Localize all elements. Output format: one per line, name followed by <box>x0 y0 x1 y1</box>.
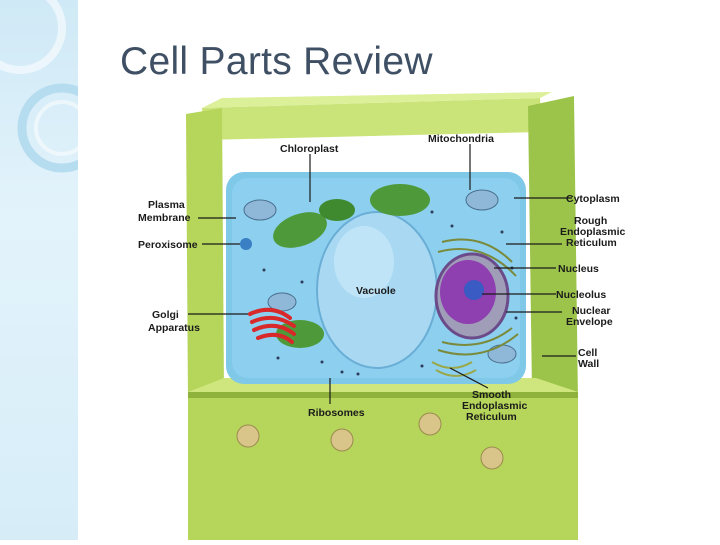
label-nucleus: Nucleus <box>558 263 599 275</box>
cell-wall <box>186 92 578 540</box>
slide-title: Cell Parts Review <box>120 40 433 83</box>
nucleolus <box>464 280 484 300</box>
smooth-endoplasmic-reticulum <box>431 361 477 377</box>
label-nuclear-envelope: Nuclear Envelope <box>566 305 613 328</box>
label-vacuole: Vacuole <box>356 285 396 297</box>
label-rough-er: Rough Endoplasmic Reticulum <box>560 215 628 249</box>
plant-cell-diagram: Chloroplast Mitochondria Plasma Membrane… <box>132 92 638 540</box>
smooth-er-leader <box>449 367 489 389</box>
golgi-apparatus <box>248 307 296 344</box>
cell-wall-plasmodesmata <box>236 412 504 470</box>
plant-cell-illustration: Chloroplast Mitochondria Plasma Membrane… <box>138 92 628 540</box>
peroxisome <box>240 238 252 250</box>
label-nucleolus: Nucleolus <box>556 289 606 301</box>
ribosomes <box>262 210 518 376</box>
sidebar-circles-decoration <box>0 0 78 173</box>
label-ribosomes: Ribosomes <box>308 407 365 419</box>
rough-endoplasmic-reticulum <box>437 238 519 356</box>
label-chloroplast: Chloroplast <box>280 143 339 155</box>
decorative-sidebar <box>0 0 78 540</box>
label-golgi-apparatus: Golgi Apparatus <box>148 309 200 334</box>
label-cytoplasm: Cytoplasm <box>566 193 620 205</box>
mitochondria <box>243 189 517 364</box>
label-cell-wall: Cell Wall <box>578 347 600 370</box>
label-mitochondria: Mitochondria <box>428 133 494 145</box>
label-smooth-er: Smooth Endoplasmic Reticulum <box>462 389 530 423</box>
label-peroxisome: Peroxisome <box>138 239 198 251</box>
chloroplast <box>273 184 430 348</box>
label-plasma-membrane: Plasma Membrane <box>138 199 191 224</box>
